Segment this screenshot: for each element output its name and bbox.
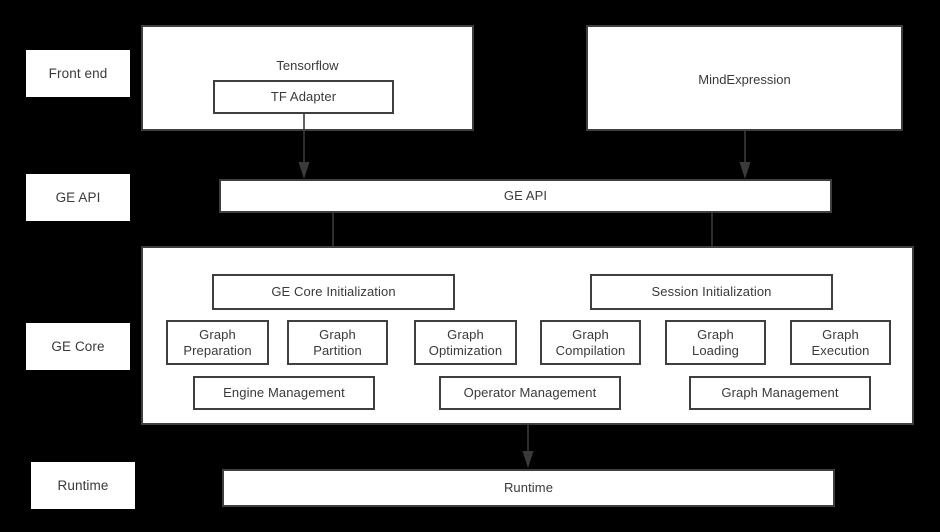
stage-box-graph-optimization[interactable]: Graph Optimization (414, 320, 517, 365)
session-initialization-box[interactable]: Session Initialization (590, 274, 833, 310)
ge-api-bar[interactable]: GE API (219, 179, 832, 213)
tensorflow-label: Tensorflow (276, 58, 339, 73)
stage-box-graph-partition[interactable]: Graph Partition (287, 320, 388, 365)
tier-label-runtime: Runtime (31, 462, 135, 509)
ge-core-initialization-box[interactable]: GE Core Initialization (212, 274, 455, 310)
stage-box-graph-compilation[interactable]: Graph Compilation (540, 320, 641, 365)
tier-label-front-end: Front end (26, 50, 130, 97)
stage-box-graph-loading[interactable]: Graph Loading (665, 320, 766, 365)
tier-label-ge-core: GE Core (26, 323, 130, 370)
management-box-operator-management[interactable]: Operator Management (439, 376, 621, 410)
mindexpression-panel[interactable]: MindExpression (586, 25, 903, 131)
tier-label-ge-api: GE API (26, 174, 130, 221)
tf-adapter-box[interactable]: TF Adapter (213, 80, 394, 114)
stage-box-graph-preparation[interactable]: Graph Preparation (166, 320, 269, 365)
stage-box-graph-execution[interactable]: Graph Execution (790, 320, 891, 365)
runtime-bar[interactable]: Runtime (222, 469, 835, 507)
mindexpression-label: MindExpression (698, 72, 791, 87)
connector-ge-core-to-runtime (522, 425, 534, 468)
management-box-graph-management[interactable]: Graph Management (689, 376, 871, 410)
connector-tf-adapter-to-ge-api (298, 114, 310, 179)
management-box-engine-management[interactable]: Engine Management (193, 376, 375, 410)
connector-mindexpression-to-ge-api (739, 131, 751, 179)
